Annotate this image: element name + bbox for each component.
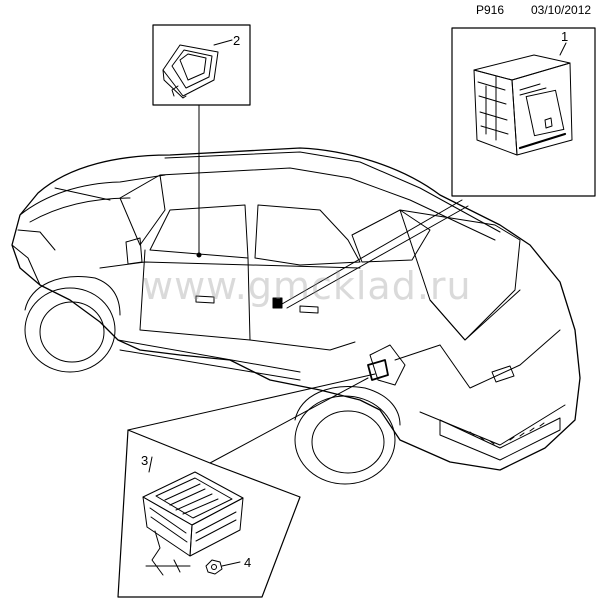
detail-box-1 — [451, 27, 596, 197]
callout-4: 4 — [244, 555, 252, 570]
leader-line-1a — [281, 199, 463, 305]
part-4-nut — [205, 559, 241, 575]
detail-box-2 — [152, 24, 251, 106]
leader-line-1b — [286, 205, 469, 309]
front-window — [149, 204, 249, 259]
detail-box-3 — [117, 429, 301, 598]
leader-line-3a — [127, 373, 376, 431]
front-wheel — [24, 287, 116, 373]
part-1-connector-module — [473, 42, 573, 156]
part-2-switch — [162, 39, 233, 99]
rear-wheel — [294, 395, 396, 485]
leader-lines — [127, 104, 469, 464]
diagram-date: 03/10/2012 — [531, 3, 592, 17]
callout-1: 1 — [561, 29, 569, 44]
callout-3: 3 — [141, 453, 149, 468]
diagram-code: P916 — [476, 3, 505, 17]
rear-window — [254, 204, 361, 266]
callout-2: 2 — [233, 33, 241, 48]
vehicle-outline — [11, 147, 581, 485]
part-3-control-module — [142, 456, 244, 576]
leader-line-3b — [209, 377, 369, 464]
